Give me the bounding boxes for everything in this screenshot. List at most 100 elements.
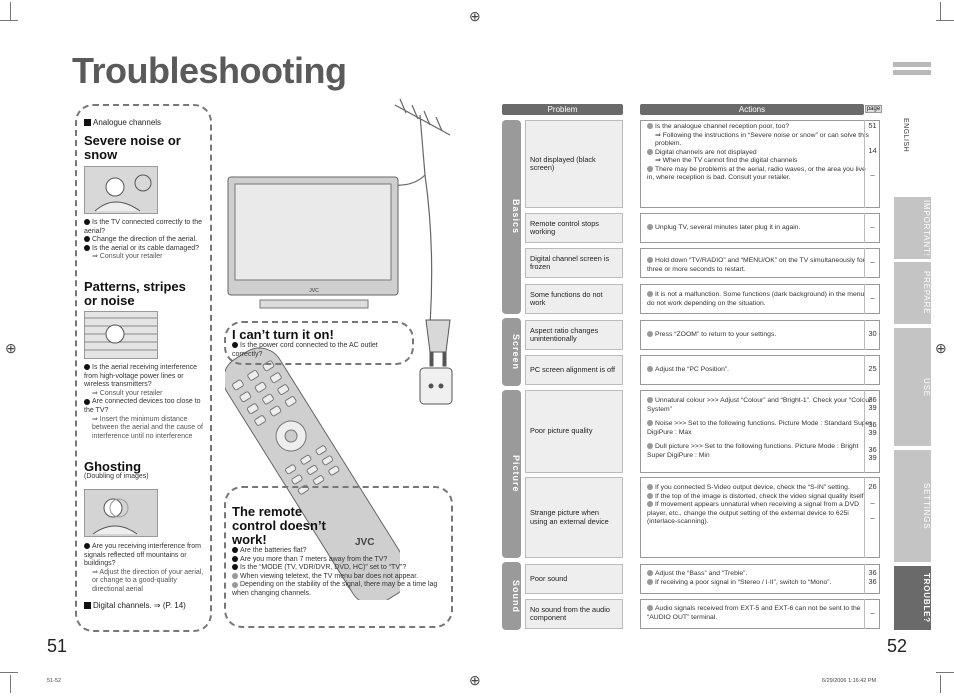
tab-use[interactable]: USE [894, 328, 931, 446]
bullet-icon [84, 219, 90, 226]
remote-bullet: Depending on the stability of the signal… [232, 581, 438, 597]
page-title: Troubleshooting [72, 50, 347, 91]
page-ref: 30 [864, 320, 880, 350]
registration-mark-icon: ⊕ [469, 8, 481, 24]
crop-mark [10, 2, 11, 20]
bullet-icon [647, 257, 653, 264]
remote-box [224, 486, 453, 628]
analogue-label: Analogue channels [93, 118, 162, 127]
page-ref: – [864, 248, 880, 278]
square-bullet-icon [84, 119, 91, 127]
action-text: If you connected S-Video output device, … [655, 484, 850, 491]
action-text: ⇒ When the TV cannot find the digital ch… [655, 157, 798, 164]
bullet-icon [647, 291, 653, 298]
remote-bullet: Is the “MODE (TV, VDR/DVR, DVD, HC)” set… [240, 564, 407, 572]
tab-settings[interactable]: SETTINGS [894, 450, 931, 562]
page-ref: – [864, 284, 880, 314]
bullet-icon [647, 570, 653, 577]
bullet-icon [232, 581, 238, 588]
crop-mark [0, 20, 18, 21]
action-text: ⇒ Following the instructions in “Severe … [655, 131, 869, 148]
action-text: If receiving a poor signal in “Stereo / … [655, 578, 832, 586]
page-ref: 39 [868, 428, 877, 438]
english-label: ENGLISH [902, 118, 909, 153]
action-text: Noise >>> Set to the following functions… [647, 420, 872, 436]
corner-bar [893, 70, 931, 75]
page-ref: 36 [868, 419, 877, 429]
crop-mark [940, 675, 941, 693]
bullet-icon [84, 398, 90, 405]
bullet-icon [647, 165, 653, 172]
crop-mark [0, 672, 18, 673]
action-cell: Is the analogue channel reception poor, … [640, 120, 880, 208]
bullet-icon [647, 578, 653, 585]
bullet-icon [647, 331, 653, 338]
page-ref: 36 [868, 395, 877, 404]
page-ref: 39 [868, 403, 877, 413]
page-number-left: 51 [47, 636, 68, 656]
power-heading: I can’t turn it on! [232, 327, 334, 342]
action-cell: Adjust the “PC Position”. [640, 355, 880, 385]
page-ref: – [870, 513, 875, 522]
bullet-icon [84, 244, 90, 251]
action-text: It is not a malfunction. Some functions … [647, 291, 865, 307]
action-text: Unnatural colour >>> Adjust “Colour” and… [647, 397, 872, 413]
action-cell: Audio signals received from EXT-5 and EX… [640, 599, 880, 629]
remote-brand: JVC [355, 537, 374, 548]
page-ref: – [870, 170, 875, 179]
bullet-icon [647, 148, 653, 155]
page-ref-cell: 36 36 [864, 564, 880, 594]
problem-cell: Remote control stops working [525, 213, 623, 243]
power-bullet: Is the power cord connected to the AC ou… [232, 342, 378, 358]
noise-bullet: ⇒ Consult your retailer [92, 253, 163, 261]
crop-mark [936, 20, 954, 21]
plug-illustration [419, 319, 453, 405]
page-ref: 36 [868, 568, 877, 577]
crop-mark [10, 675, 11, 693]
problem-cell: Strange picture when using an external d… [525, 477, 623, 558]
bullet-icon [647, 123, 653, 130]
action-text: Unplug TV, several minutes later plug it… [655, 224, 801, 231]
corner-bar [893, 62, 931, 67]
action-cell: If you connected S-Video output device, … [640, 477, 880, 558]
section-heading-noise: Severe noise or snow [84, 133, 181, 162]
action-text: Hold down “TV/RADIO” and “MENU/OK” on th… [647, 257, 865, 273]
action-text: If the top of the image is distorted, ch… [655, 492, 866, 500]
power-bullet-row: Is the power cord connected to the AC ou… [232, 342, 402, 359]
ghosting-bullet: ⇒ Adjust the direction of your aerial, o… [92, 568, 204, 593]
problem-cell: Poor picture quality [525, 390, 623, 473]
action-text: Is the analogue channel reception poor, … [655, 123, 790, 130]
problem-cell: Aspect ratio changes unintentionally [525, 320, 623, 350]
section-heading-patterns: Patterns, stripes or noise [84, 279, 186, 308]
bullet-icon [84, 236, 90, 243]
bullet-icon [647, 605, 653, 612]
bullet-icon [647, 492, 653, 499]
noise-bullet: Is the aerial or its cable damaged? [92, 244, 200, 252]
patterns-bullet: Are connected devices too close to the T… [84, 398, 201, 414]
ghosting-sub: (Doubling of images) [84, 473, 149, 480]
action-text: Press “ZOOM” to return to your settings. [655, 331, 777, 338]
analogue-panel [75, 104, 212, 632]
square-bullet-icon [84, 602, 91, 610]
patterns-illustration [84, 311, 158, 359]
header-problem: Problem [502, 104, 623, 115]
tab-prepare[interactable]: PREPARE [894, 262, 931, 324]
action-text: Adjust the “PC Position”. [655, 366, 730, 373]
digital-label-row: Digital channels. ⇒ (P. 14) [84, 601, 186, 610]
footer-left: 51-52 [47, 678, 62, 684]
tv-aerial-illustration: JVC [227, 98, 451, 320]
page-ref: – [864, 213, 880, 243]
page-ref: 36 [868, 576, 877, 586]
action-cell: Press “ZOOM” to return to your settings. [640, 320, 880, 350]
bullet-icon [647, 484, 653, 491]
action-cell: Unplug TV, several minutes later plug it… [640, 213, 880, 243]
tab-important[interactable]: IMPORTANT! [894, 197, 931, 259]
tab-trouble[interactable]: TROUBLE? [894, 566, 931, 630]
analogue-label-row: Analogue channels [84, 118, 161, 127]
category-picture: Picture [502, 390, 521, 558]
remote-bullet: When viewing teletext, the TV menu bar d… [240, 572, 419, 580]
registration-mark-icon: ⊕ [935, 340, 947, 356]
patterns-bullets: Is the aerial receiving interference fro… [84, 364, 204, 441]
bullet-icon [84, 543, 90, 550]
bullet-icon [647, 501, 653, 508]
